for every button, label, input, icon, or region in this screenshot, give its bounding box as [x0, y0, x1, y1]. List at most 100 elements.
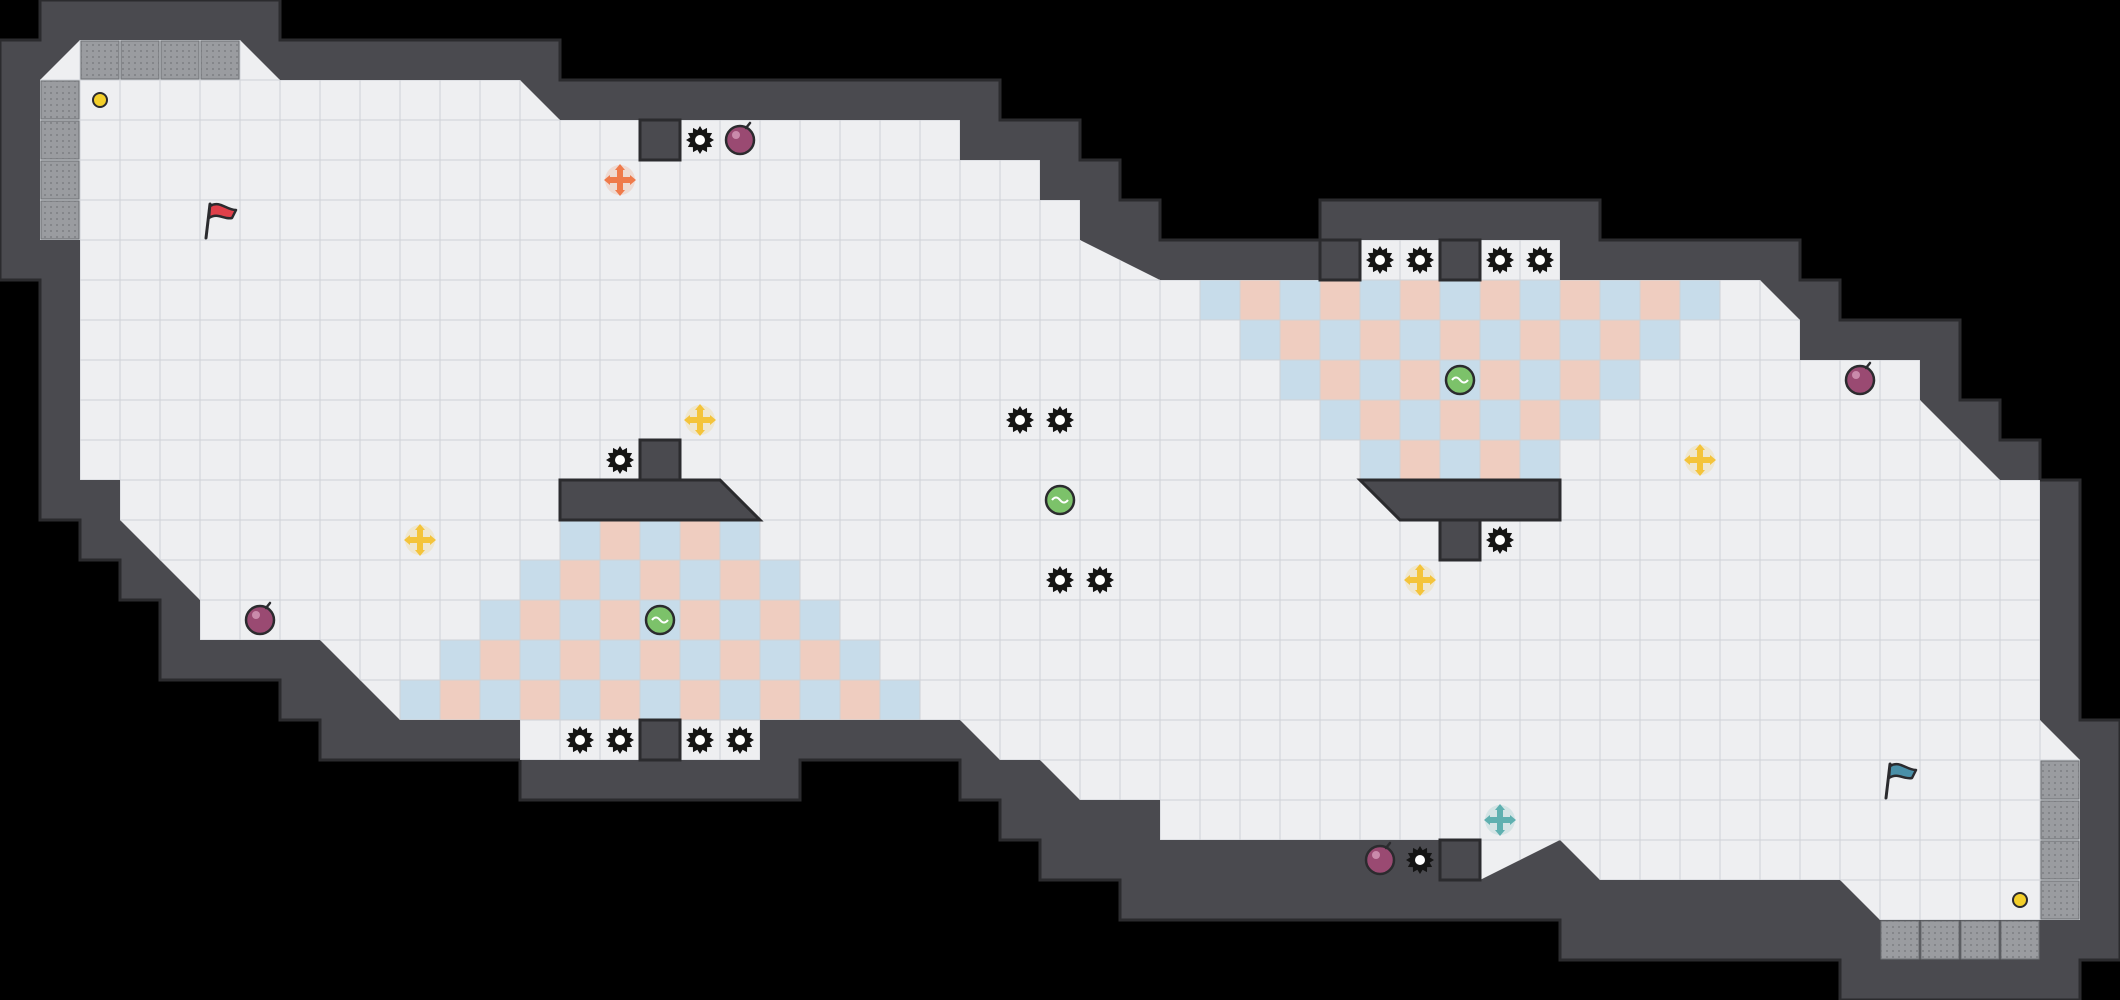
- floor-tile: [40, 759, 81, 801]
- checker-tile: [640, 520, 680, 560]
- floor-tile: [839, 799, 881, 841]
- floor-tile: [1519, 919, 1561, 920]
- checker-tile: [800, 640, 840, 680]
- floor-tile: [1720, 960, 1760, 1000]
- floor-tile: [40, 439, 41, 481]
- floor-tile: [359, 799, 401, 841]
- floor-tile: [1719, 159, 1761, 201]
- floor-tile: [1200, 960, 1240, 1000]
- floor-tile: [1559, 40, 1601, 41]
- floor-tile: [919, 40, 961, 41]
- floor-tile: [1479, 40, 1521, 81]
- floor-tile: [2079, 639, 2080, 681]
- cross-gem-icon: [604, 164, 636, 196]
- checker-tile: [1360, 360, 1400, 400]
- checker-tile: [600, 600, 640, 640]
- floor-tile: [1319, 159, 1361, 201]
- floor-tile: [1199, 159, 1241, 201]
- floor-tile: [1559, 119, 1601, 161]
- floor-tile: [1559, 79, 1601, 121]
- sawblade-icon: [606, 726, 634, 754]
- floor-tile: [1639, 119, 1681, 161]
- sawblade-icon: [1486, 526, 1514, 554]
- floor-tile: [959, 40, 1001, 81]
- floor-tile: [2079, 559, 2080, 601]
- checker-tile: [440, 680, 480, 720]
- floor-tile: [239, 719, 281, 761]
- bomb-icon: [1364, 841, 1396, 876]
- floor-tile: [1439, 159, 1481, 201]
- checker-tile: [1360, 440, 1400, 480]
- floor-tile: [999, 839, 1041, 881]
- floor-tile: [1839, 239, 1881, 281]
- floor-tile: [1959, 40, 2001, 41]
- floor-tile: [40, 599, 81, 641]
- floor-tile: [599, 40, 641, 41]
- floor-tile: [1600, 960, 1640, 1000]
- floor-tile: [1319, 119, 1361, 161]
- floor-tile: [919, 879, 961, 920]
- floor-tile: [1879, 279, 1921, 321]
- floor-tile: [1999, 40, 2041, 81]
- floor-tile: [920, 960, 960, 1000]
- floor-tile: [239, 679, 281, 721]
- floor-tile: [839, 879, 881, 920]
- floor-tile: [359, 879, 401, 920]
- floor-tile: [1279, 919, 1321, 920]
- floor-tile: [2039, 199, 2080, 241]
- floor-tile: [559, 919, 601, 920]
- floor-tile: [1999, 359, 2041, 401]
- checker-tile: [1480, 280, 1520, 320]
- floor-tile: [1159, 40, 1201, 41]
- inner-walls: [558, 118, 1562, 882]
- floor-tile: [1719, 199, 1761, 241]
- floor-tile: [359, 919, 401, 920]
- floor-tile: [799, 40, 841, 41]
- orb-icon: [1444, 364, 1476, 396]
- floor-tile: [2079, 319, 2080, 361]
- floor-tile: [1399, 79, 1441, 121]
- coin-icon: [2012, 892, 2028, 908]
- floor-tile: [959, 879, 1001, 920]
- floor-tile: [320, 960, 360, 1000]
- floor-tile: [0, 960, 40, 1000]
- floor-tile: [959, 839, 1001, 881]
- floor-tile: [839, 919, 881, 920]
- floor-tile: [1320, 960, 1360, 1000]
- floor-tile: [1159, 119, 1201, 161]
- floor-tile: [439, 919, 481, 920]
- floor-tile: [1759, 119, 1801, 161]
- checker-tile: [640, 680, 680, 720]
- floor-tile: [1999, 79, 2041, 121]
- floor-tile: [40, 559, 41, 601]
- floor-tile: [2039, 79, 2080, 121]
- floor-tile: [399, 799, 441, 841]
- checker-tile: [600, 560, 640, 600]
- floor-tile: [239, 799, 281, 841]
- floor-tile: [2079, 40, 2080, 41]
- floor-tile: [1159, 79, 1201, 121]
- floor-tile: [1639, 40, 1681, 81]
- floor-tile: [79, 719, 121, 761]
- floor-tile: [1679, 40, 1721, 41]
- floor-tile: [399, 839, 441, 881]
- floor-tile: [1439, 119, 1481, 161]
- floor-tile: [1479, 159, 1521, 201]
- floor-tile: [519, 879, 561, 920]
- floor-tile: [1760, 960, 1800, 1000]
- floor-tile: [919, 839, 961, 881]
- floor-tile: [2079, 599, 2080, 641]
- floor-tile: [1599, 199, 1641, 241]
- checker-tile: [760, 560, 800, 600]
- floor-tile: [1119, 919, 1161, 920]
- floor-tile: [879, 879, 921, 920]
- floor-tile: [999, 879, 1041, 920]
- floor-tile: [1719, 79, 1761, 121]
- cross-gem-icon: [1484, 804, 1516, 836]
- floor-tile: [880, 960, 920, 1000]
- floor-tile: [2079, 239, 2080, 281]
- floor-tile: [1759, 40, 1801, 41]
- floor-tile: [1599, 159, 1641, 201]
- floor-tile: [319, 919, 361, 920]
- floor-tile: [79, 839, 121, 881]
